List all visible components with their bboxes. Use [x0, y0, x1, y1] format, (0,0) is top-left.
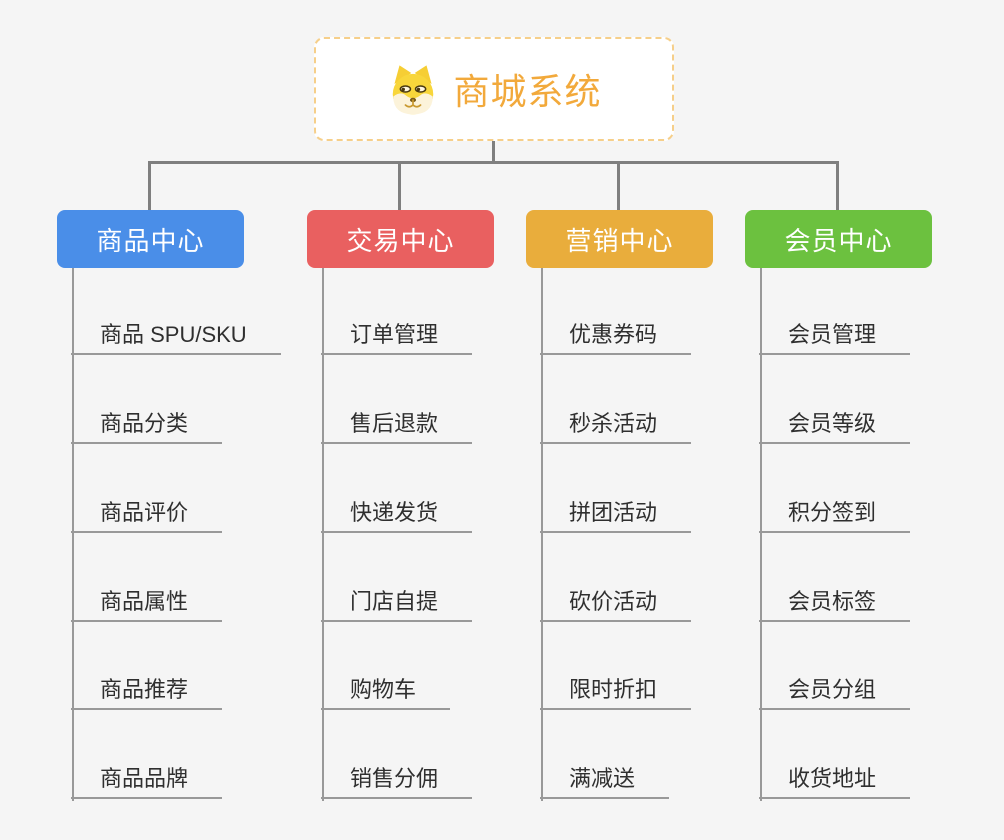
leaf-item[interactable]: 会员等级 — [759, 408, 911, 444]
root-node[interactable]: 商城系统 — [314, 37, 674, 141]
leaf-item[interactable]: 商品推荐 — [71, 674, 223, 710]
leaf-item[interactable]: 会员分组 — [759, 674, 911, 710]
leaf-item[interactable]: 购物车 — [321, 674, 451, 710]
leaf-item[interactable]: 拼团活动 — [540, 497, 692, 533]
branch-trunk-trade — [322, 268, 324, 801]
branch-box-marketing-center[interactable]: 营销中心 — [526, 210, 713, 268]
connector-horizontal — [148, 161, 839, 164]
shiba-dog-icon — [393, 65, 434, 115]
leaf-item[interactable]: 快递发货 — [321, 497, 473, 533]
leaf-item[interactable]: 秒杀活动 — [540, 408, 692, 444]
leaf-item[interactable]: 优惠券码 — [540, 319, 692, 355]
leaf-item[interactable]: 商品品牌 — [71, 763, 223, 799]
branch-trunk-product — [72, 268, 74, 801]
connector-drop-marketing — [617, 161, 620, 210]
branch-box-trade-center[interactable]: 交易中心 — [307, 210, 494, 268]
branch-box-product-center[interactable]: 商品中心 — [57, 210, 244, 268]
connector-drop-member — [836, 161, 839, 210]
leaf-item[interactable]: 收货地址 — [759, 763, 911, 799]
branch-trunk-member — [760, 268, 762, 801]
connector-drop-trade — [398, 161, 401, 210]
leaf-item[interactable]: 限时折扣 — [540, 674, 692, 710]
leaf-item[interactable]: 商品属性 — [71, 586, 223, 622]
leaf-item[interactable]: 积分签到 — [759, 497, 911, 533]
leaf-item[interactable]: 会员管理 — [759, 319, 911, 355]
branch-trunk-marketing — [541, 268, 543, 801]
leaf-item[interactable]: 商品 SPU/SKU — [71, 319, 281, 355]
leaf-item[interactable]: 订单管理 — [321, 319, 473, 355]
connector-drop-product — [148, 161, 151, 210]
leaf-item[interactable]: 商品评价 — [71, 497, 223, 533]
leaf-item[interactable]: 砍价活动 — [540, 586, 692, 622]
branch-box-member-center[interactable]: 会员中心 — [745, 210, 932, 268]
root-title: 商城系统 — [453, 71, 602, 112]
leaf-item[interactable]: 销售分佣 — [321, 763, 473, 799]
leaf-item[interactable]: 会员标签 — [759, 586, 911, 622]
leaf-item[interactable]: 门店自提 — [321, 586, 473, 622]
connector-root-stub — [492, 140, 495, 164]
leaf-item[interactable]: 满减送 — [540, 763, 670, 799]
leaf-item[interactable]: 售后退款 — [321, 408, 473, 444]
leaf-item[interactable]: 商品分类 — [71, 408, 223, 444]
